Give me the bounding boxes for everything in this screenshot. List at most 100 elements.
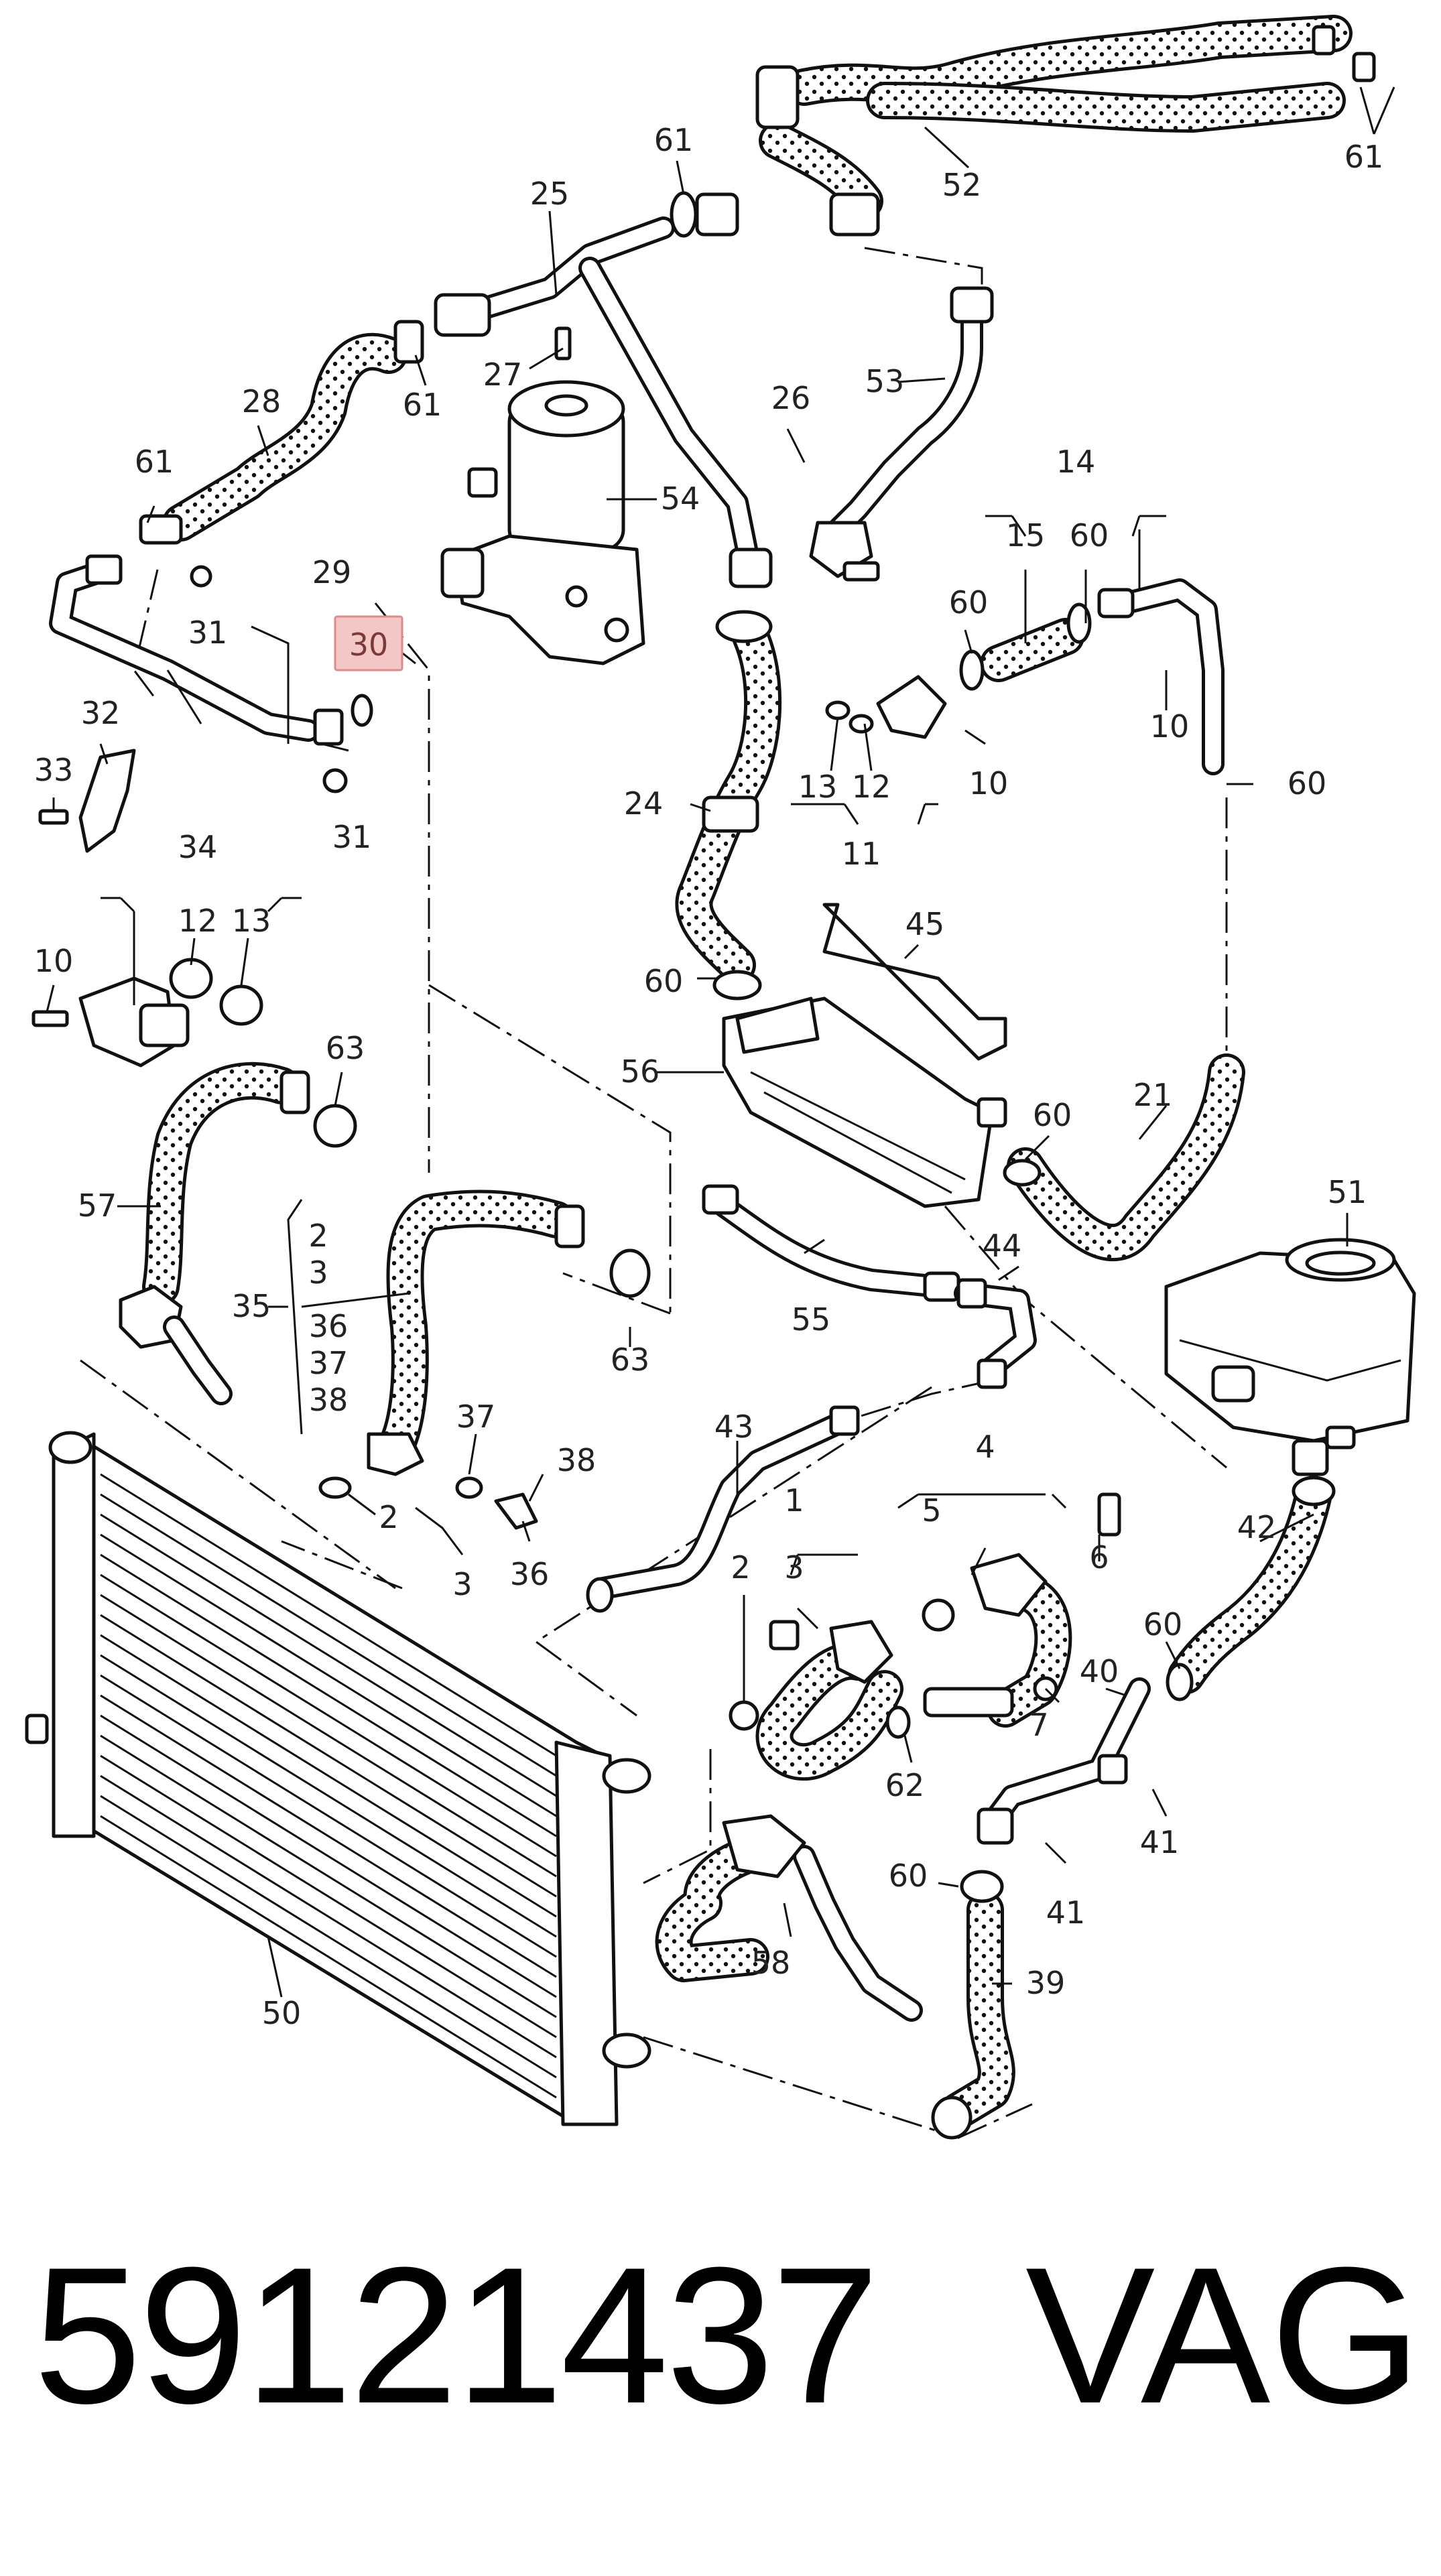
flange-11	[825, 675, 947, 739]
callout-53: 53	[865, 363, 905, 399]
brand-name: VAG	[1025, 2227, 1422, 2444]
callout-15: 15	[1006, 517, 1046, 554]
callout-39: 39	[1026, 1965, 1066, 2001]
callout-5: 5	[922, 1492, 941, 1529]
callout-12: 12	[178, 903, 218, 939]
callout-43: 43	[714, 1409, 754, 1445]
highlighted-part-30[interactable]: 30	[334, 615, 403, 671]
callout-26: 26	[771, 380, 811, 416]
callout-36: 36	[309, 1308, 349, 1344]
hose-39	[931, 1870, 1015, 2140]
pipe-55	[702, 1184, 960, 1302]
callout-40: 40	[1080, 1653, 1119, 1689]
callout-60: 60	[949, 584, 989, 621]
callout-31: 31	[332, 819, 372, 855]
callout-54: 54	[661, 480, 700, 517]
callout-2: 2	[731, 1549, 750, 1586]
leader-lines	[46, 86, 1395, 1998]
callout-37: 37	[309, 1345, 349, 1381]
callout-7: 7	[1029, 1707, 1048, 1743]
callout-31: 31	[188, 615, 228, 651]
callout-27: 27	[483, 357, 523, 393]
hose-28	[139, 320, 424, 545]
callout-10: 10	[969, 765, 1009, 801]
callout-50: 50	[262, 1995, 302, 2031]
callout-58: 58	[751, 1945, 791, 1981]
callout-63: 63	[326, 1030, 365, 1066]
callout-61: 61	[654, 122, 694, 158]
oil-filter-housing-54	[440, 380, 645, 665]
callout-10: 10	[1150, 708, 1190, 745]
radiator-50	[25, 1431, 651, 2126]
callout-61: 61	[403, 387, 442, 423]
oil-cooler-56	[712, 903, 1007, 1208]
callout-24: 24	[624, 785, 664, 822]
flange-4	[922, 1492, 1121, 1728]
callout-55: 55	[792, 1301, 831, 1338]
part-number: 59121437	[34, 2227, 879, 2444]
hose-35	[318, 1189, 651, 1530]
callout-41: 41	[1046, 1894, 1086, 1931]
coolant-pipe-25	[434, 216, 773, 588]
callout-4: 4	[975, 1429, 995, 1465]
callout-38: 38	[557, 1442, 597, 1478]
callout-14: 14	[1056, 444, 1096, 480]
callout-29: 29	[312, 554, 352, 590]
callout-60: 60	[1288, 765, 1327, 801]
callout-35: 35	[232, 1288, 271, 1324]
callout-34: 34	[178, 829, 218, 865]
callout-21: 21	[1133, 1077, 1173, 1113]
callout-3: 3	[452, 1566, 472, 1602]
callout-42: 42	[1237, 1509, 1277, 1545]
radiator-fins	[100, 1473, 557, 2099]
callout-6: 6	[1089, 1539, 1109, 1575]
expansion-tank-51	[1164, 1238, 1416, 1476]
callout-57: 57	[78, 1187, 117, 1224]
callout-51: 51	[1328, 1174, 1367, 1210]
callout-28: 28	[242, 383, 281, 420]
hose-40	[977, 1677, 1151, 1845]
callout-2: 2	[308, 1218, 328, 1254]
callout-61: 61	[135, 444, 174, 480]
callout-25: 25	[530, 176, 570, 212]
callout-32: 32	[81, 695, 121, 731]
hose-58	[655, 1814, 923, 2022]
hose-42	[1166, 1476, 1336, 1701]
callout-labels: 61 52 61 25 61 27 28 61 26 53 54 29 31 3…	[34, 122, 1384, 2031]
coolant-pipe-29	[49, 554, 373, 793]
callout-2: 2	[379, 1499, 398, 1535]
callout-41: 41	[1140, 1824, 1180, 1860]
callout-3: 3	[308, 1254, 328, 1291]
callout-11: 11	[842, 836, 881, 872]
hose-21	[1003, 1053, 1245, 1262]
pipe-44	[954, 1278, 1037, 1389]
hose-24	[675, 610, 782, 984]
callout-3: 3	[784, 1549, 804, 1586]
callout-33: 33	[34, 752, 74, 788]
pipe-assembly-14	[959, 578, 1225, 775]
callout-60: 60	[644, 963, 684, 999]
callout-60: 60	[1070, 517, 1109, 554]
callout-60: 60	[1143, 1606, 1183, 1643]
callout-61: 61	[1344, 139, 1384, 175]
hose-43	[586, 1405, 860, 1613]
callout-13: 13	[232, 903, 271, 939]
callout-63: 63	[611, 1342, 650, 1378]
callout-13: 13	[798, 769, 838, 805]
callout-52: 52	[942, 167, 982, 203]
clamp-61-left	[670, 191, 739, 238]
callout-38: 38	[309, 1382, 349, 1418]
part-30-label: 30	[349, 627, 389, 663]
callout-12: 12	[852, 769, 891, 805]
hose-57	[119, 1061, 357, 1405]
hose-1	[729, 1620, 911, 1781]
callout-1: 1	[784, 1482, 804, 1519]
callout-36: 36	[510, 1556, 550, 1592]
bracket-32	[38, 749, 136, 853]
hose-53	[809, 286, 994, 582]
callout-37: 37	[456, 1399, 496, 1435]
callout-56: 56	[621, 1053, 660, 1090]
callout-60: 60	[1033, 1097, 1072, 1133]
callout-45: 45	[905, 906, 945, 942]
